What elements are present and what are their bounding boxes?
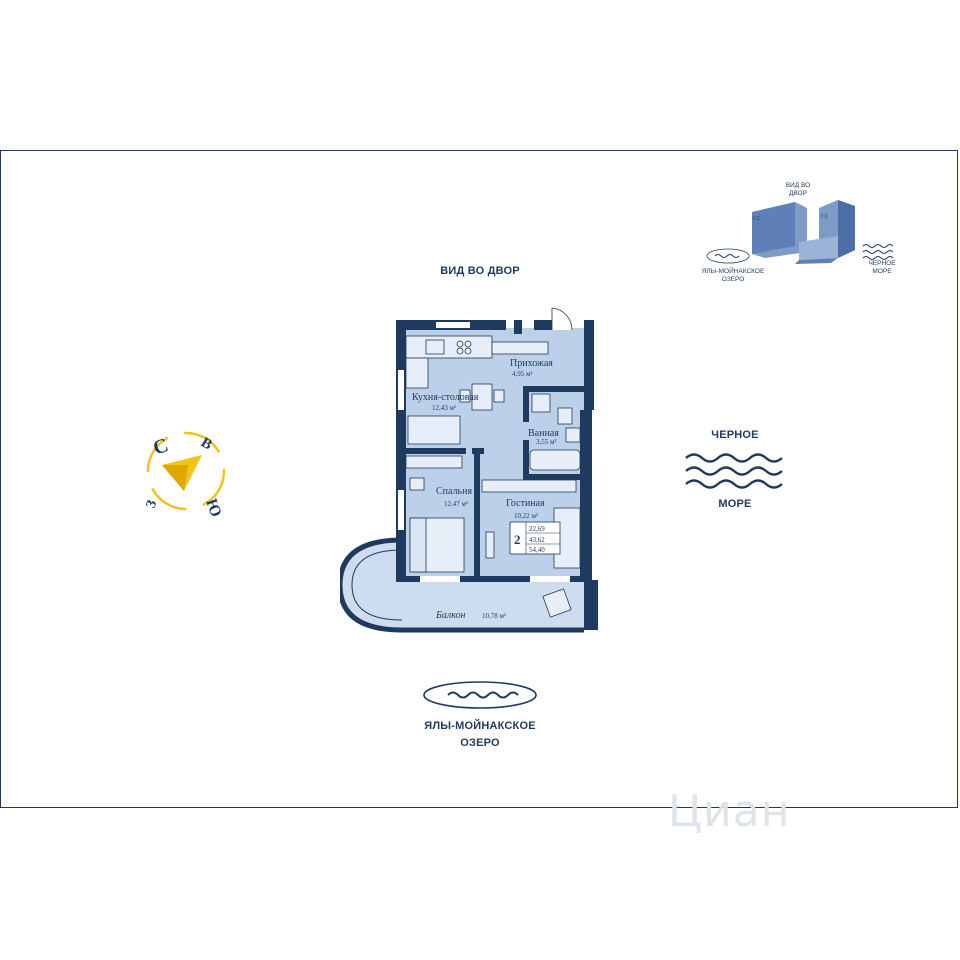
bedroom-area: 12,47 м² bbox=[444, 500, 468, 508]
plan-frame bbox=[0, 150, 958, 808]
minimap-courtyard-line2: ДВОР bbox=[789, 190, 807, 197]
living-wardrobe bbox=[481, 479, 577, 493]
hallway-area: 4,95 м² bbox=[512, 370, 533, 378]
black-sea-label-top: ЧЕРНОЕ bbox=[711, 429, 759, 441]
minimap-block-c2: С2 bbox=[753, 216, 760, 222]
bathtub bbox=[529, 449, 581, 471]
bathroom-area: 3,55 м² bbox=[536, 438, 557, 446]
balcony-area: 10,78 м² bbox=[482, 612, 506, 620]
sink bbox=[565, 427, 581, 443]
kitchen-name: Кухня-столовая bbox=[412, 392, 479, 403]
apartment-area-living: 22,69 bbox=[529, 525, 545, 533]
dining-table bbox=[471, 383, 493, 411]
kitchen-sofa bbox=[407, 415, 461, 445]
minimap: С2 С1 bbox=[706, 200, 894, 264]
minimap-sea-line2: МОРЕ bbox=[872, 268, 892, 275]
compass-west: З bbox=[144, 498, 161, 510]
balcony-chair bbox=[542, 588, 572, 618]
courtyard-view-label: ВИД ВО ДВОР bbox=[440, 265, 520, 277]
minimap-sea-line1: ЧЕРНОЕ bbox=[868, 260, 896, 267]
bathroom-name: Ванная bbox=[528, 428, 559, 439]
kitchen-counter bbox=[405, 335, 493, 359]
toilet bbox=[557, 407, 573, 425]
balcony-name: Балкон bbox=[435, 610, 466, 621]
hallway-name: Прихожая bbox=[510, 358, 553, 369]
hallway-wardrobe bbox=[491, 341, 549, 355]
compass: С В Ю З bbox=[144, 431, 226, 517]
minimap-lake-line1: ЯЛЫ-МОЙНАКСКОЕ bbox=[701, 268, 765, 275]
apartment-info-box bbox=[509, 521, 561, 555]
apartment-area-total: 43,62 bbox=[529, 536, 545, 544]
living-name: Гостиная bbox=[506, 498, 545, 509]
lake-icon bbox=[423, 681, 537, 709]
minimap-lake-line2: ОЗЕРО bbox=[721, 276, 745, 283]
kitchen-area: 12,43 м² bbox=[432, 404, 456, 412]
living-area: 10,22 м² bbox=[514, 512, 538, 520]
bedroom-name: Спальня bbox=[436, 486, 472, 497]
compass-south: Ю bbox=[202, 497, 224, 517]
floor-plan: 2 22,69 43,62 54,40 Прихожая 4,95 м² Кух… bbox=[340, 307, 598, 633]
minimap-courtyard-line1: ВИД ВО bbox=[785, 182, 811, 189]
lake-label-line1: ЯЛЫ-МОЙНАКСКОЕ bbox=[424, 720, 536, 732]
sea-waves-icon bbox=[685, 453, 783, 489]
minimap-block-c1: С1 bbox=[821, 214, 828, 220]
black-sea-label-bottom: МОРЕ bbox=[718, 498, 752, 510]
lake-label-line2: ОЗЕРО bbox=[460, 737, 500, 749]
apartment-area-balcony: 54,40 bbox=[529, 546, 545, 554]
compass-north: С bbox=[150, 434, 171, 460]
cian-watermark: Циан bbox=[668, 786, 791, 837]
apartment-rooms-count: 2 bbox=[514, 532, 521, 547]
bedroom-wardrobe bbox=[405, 455, 463, 469]
washing-machine bbox=[531, 393, 551, 413]
